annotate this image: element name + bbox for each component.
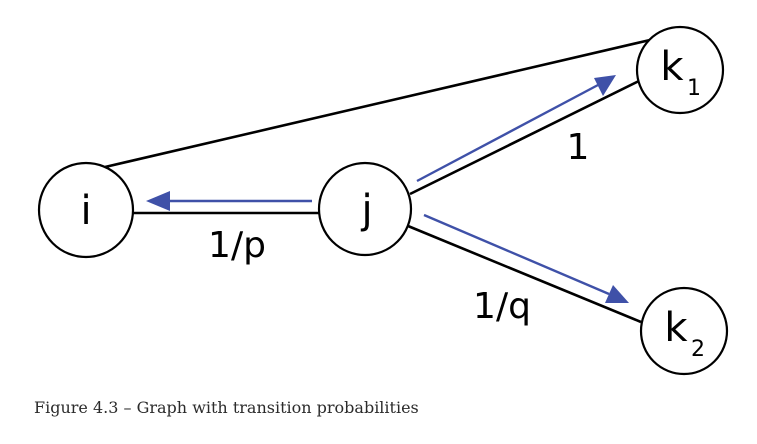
- node-k2-label: k: [664, 305, 688, 351]
- edge-j-k1: [409, 78, 642, 196]
- node-k1-subscript: 1: [687, 76, 701, 101]
- node-i-label: i: [80, 188, 91, 234]
- edge-j-k2: [407, 224, 642, 324]
- node-k2: k 2: [639, 286, 729, 376]
- arrow-j-to-k1: [416, 75, 616, 183]
- edge-i-k1: [104, 38, 651, 169]
- arrow-j-to-k2: [423, 213, 629, 303]
- edge-label-j-k2: 1/q: [473, 286, 531, 327]
- node-i: i: [37, 161, 135, 259]
- node-k1-label: k: [660, 44, 684, 90]
- node-j: j: [317, 161, 413, 257]
- node-k1: k 1: [635, 25, 725, 115]
- node-k2-subscript: 2: [691, 337, 705, 362]
- edge-label-j-k1: 1: [567, 127, 590, 168]
- transition-graph: i j k 1 k 2 1/p 1 1/q: [37, 25, 729, 376]
- node-j-label: j: [360, 187, 372, 233]
- figure-caption: Figure 4.3 – Graph with transition proba…: [34, 398, 419, 417]
- edge-label-j-i: 1/p: [208, 225, 266, 266]
- arrow-j-to-i: [146, 191, 312, 211]
